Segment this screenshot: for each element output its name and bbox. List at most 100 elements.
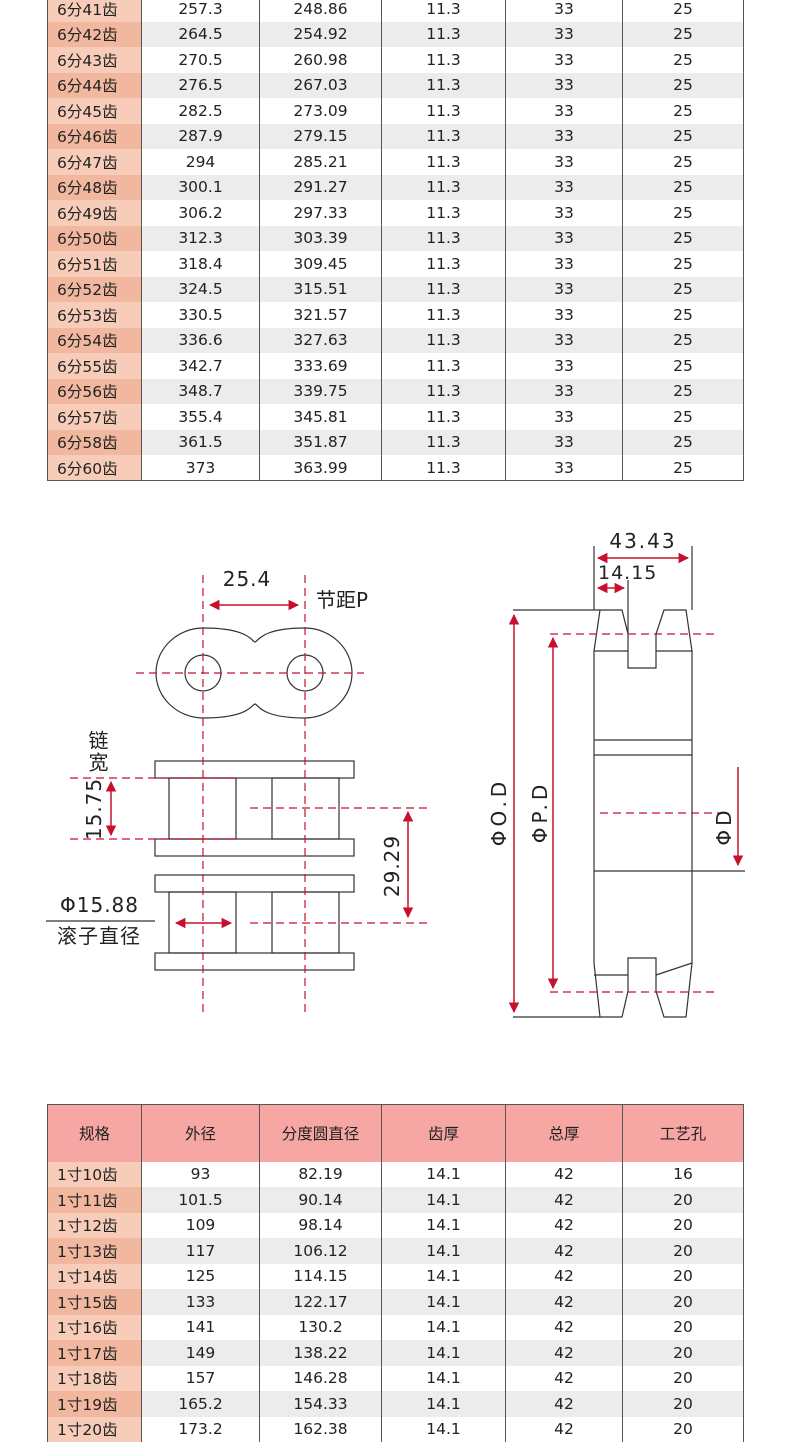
table-cell: 25 bbox=[622, 72, 744, 98]
table-cell-spec: 6分57齿 bbox=[47, 404, 142, 430]
table-cell: 20 bbox=[622, 1238, 744, 1264]
table-cell: 11.3 bbox=[381, 429, 506, 455]
table-cell-spec: 1寸10齿 bbox=[47, 1161, 142, 1187]
pitch-label: 节距P bbox=[316, 588, 368, 612]
table-cell: 109 bbox=[141, 1212, 260, 1238]
table-cell: 173.2 bbox=[141, 1416, 260, 1442]
table-cell: 42 bbox=[505, 1365, 623, 1391]
table-cell: 42 bbox=[505, 1289, 623, 1315]
table-cell: 20 bbox=[622, 1365, 744, 1391]
table-cell-spec: 1寸20齿 bbox=[47, 1416, 142, 1442]
table-cell: 294 bbox=[141, 149, 260, 175]
table-cell: 14.1 bbox=[381, 1289, 506, 1315]
spec-table-1cun-header: 规格 外径 分度圆直径 齿厚 总厚 工艺孔 bbox=[47, 1104, 744, 1162]
table-cell: 11.3 bbox=[381, 72, 506, 98]
table-cell: 165.2 bbox=[141, 1391, 260, 1417]
row-spacing-value: 29.29 bbox=[380, 835, 404, 897]
table-cell: 342.7 bbox=[141, 353, 260, 379]
table-cell: 297.33 bbox=[259, 200, 382, 226]
table-cell: 11.3 bbox=[381, 98, 506, 124]
plate-3 bbox=[154, 874, 355, 893]
table-cell-spec: 6分43齿 bbox=[47, 47, 142, 73]
table-cell-spec: 1寸11齿 bbox=[47, 1187, 142, 1213]
table-cell: 373 bbox=[141, 455, 260, 481]
table-cell: 20 bbox=[622, 1314, 744, 1340]
table-cell: 291.27 bbox=[259, 174, 382, 200]
table-cell: 98.14 bbox=[259, 1212, 382, 1238]
table-cell-spec: 6分49齿 bbox=[47, 200, 142, 226]
table-cell-spec: 6分53齿 bbox=[47, 302, 142, 328]
table-cell: 42 bbox=[505, 1314, 623, 1340]
table-cell: 20 bbox=[622, 1263, 744, 1289]
table-cell: 282.5 bbox=[141, 98, 260, 124]
table-cell: 42 bbox=[505, 1391, 623, 1417]
table-cell: 25 bbox=[622, 21, 744, 47]
plate-2 bbox=[154, 838, 355, 857]
sprocket-teeth-top bbox=[593, 609, 693, 669]
sprocket-teeth-bottom bbox=[593, 957, 693, 1018]
table-cell-spec: 6分48齿 bbox=[47, 174, 142, 200]
plate-4 bbox=[154, 952, 355, 971]
table-cell: 324.5 bbox=[141, 276, 260, 302]
table-cell-spec: 6分54齿 bbox=[47, 327, 142, 353]
table-cell: 248.86 bbox=[259, 0, 382, 22]
col-header-spec: 规格 bbox=[47, 1104, 142, 1162]
table-cell: 11.3 bbox=[381, 455, 506, 481]
table-cell: 267.03 bbox=[259, 72, 382, 98]
table-cell: 138.22 bbox=[259, 1340, 382, 1366]
table-cell: 25 bbox=[622, 327, 744, 353]
table-cell: 11.3 bbox=[381, 47, 506, 73]
table-cell: 117 bbox=[141, 1238, 260, 1264]
table-cell: 285.21 bbox=[259, 149, 382, 175]
chain-section-drawing bbox=[154, 760, 355, 971]
table-cell: 25 bbox=[622, 200, 744, 226]
table-cell: 25 bbox=[622, 429, 744, 455]
table-cell-spec: 1寸14齿 bbox=[47, 1263, 142, 1289]
table-cell: 25 bbox=[622, 98, 744, 124]
col-header-total-thk: 总厚 bbox=[505, 1104, 623, 1162]
table-cell: 11.3 bbox=[381, 378, 506, 404]
table-cell: 312.3 bbox=[141, 225, 260, 251]
col-header-pilot-hole: 工艺孔 bbox=[622, 1104, 744, 1162]
table-cell: 336.6 bbox=[141, 327, 260, 353]
table-cell: 25 bbox=[622, 455, 744, 481]
table-cell: 20 bbox=[622, 1416, 744, 1442]
table-cell-spec: 6分42齿 bbox=[47, 21, 142, 47]
sprocket-body bbox=[593, 651, 693, 963]
pd-label: ΦP.D bbox=[528, 781, 552, 843]
table-cell: 254.92 bbox=[259, 21, 382, 47]
table-cell: 306.2 bbox=[141, 200, 260, 226]
roller-dia-value: Φ15.88 bbox=[60, 893, 139, 917]
table-cell: 106.12 bbox=[259, 1238, 382, 1264]
table-cell-spec: 6分44齿 bbox=[47, 72, 142, 98]
table-cell-spec: 6分41齿 bbox=[47, 0, 142, 22]
table-cell: 361.5 bbox=[141, 429, 260, 455]
table-cell: 355.4 bbox=[141, 404, 260, 430]
table-cell: 318.4 bbox=[141, 251, 260, 277]
table-cell-spec: 1寸17齿 bbox=[47, 1340, 142, 1366]
sprocket-dimensions bbox=[508, 552, 744, 1014]
table-cell: 25 bbox=[622, 174, 744, 200]
table-cell: 33 bbox=[505, 302, 623, 328]
table-cell: 25 bbox=[622, 0, 744, 22]
table-cell: 273.09 bbox=[259, 98, 382, 124]
table-cell: 25 bbox=[622, 302, 744, 328]
table-cell: 33 bbox=[505, 378, 623, 404]
table-cell: 287.9 bbox=[141, 123, 260, 149]
table-cell: 260.98 bbox=[259, 47, 382, 73]
od-label: ΦO.D bbox=[487, 778, 511, 846]
table-cell: 20 bbox=[622, 1289, 744, 1315]
table-cell: 25 bbox=[622, 47, 744, 73]
table-cell: 101.5 bbox=[141, 1187, 260, 1213]
table-cell: 11.3 bbox=[381, 353, 506, 379]
